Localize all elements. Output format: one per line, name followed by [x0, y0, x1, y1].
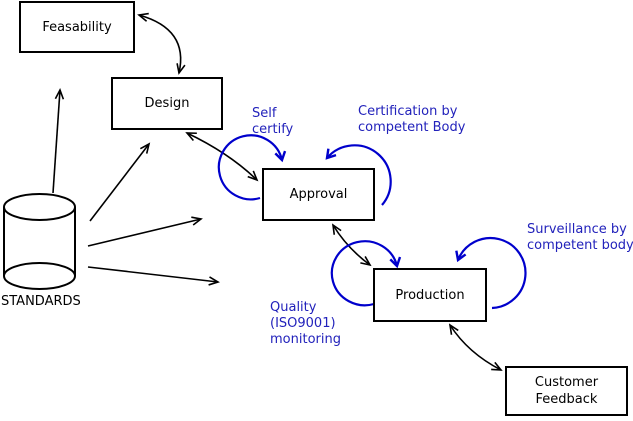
node-design: Design [111, 77, 223, 130]
annotation-surveillance-line2: competent body [527, 238, 633, 253]
loop-quality-iso9001 [330, 240, 402, 307]
arrow-approval-production [331, 223, 372, 267]
node-approval: Approval [262, 168, 375, 221]
arrow-design-approval [185, 132, 259, 182]
loop-self-certify [217, 134, 287, 201]
node-production: Production [373, 268, 487, 322]
standards-cylinder [3, 193, 76, 290]
annotation-certification: Certification by competent Body [358, 104, 465, 136]
arrow-production-customer-feedback [448, 323, 503, 371]
node-design-label: Design [144, 96, 190, 111]
annotation-quality-line1: Quality [270, 300, 317, 315]
annotation-surveillance: Surveillance by competent body [527, 222, 633, 254]
node-customer-feedback-line1: Customer [534, 375, 599, 390]
annotation-self-certify: Self certify [252, 106, 293, 138]
annotation-certification-line1: Certification by [358, 104, 458, 119]
node-production-label: Production [395, 287, 465, 303]
annotation-certification-line2: competent Body [358, 120, 466, 135]
arrow-standards-to-production [87, 266, 220, 286]
cylinder-bottom-ellipse [3, 262, 76, 290]
arrow-standards-to-approval [87, 216, 203, 247]
annotation-quality-line2: (ISO9001) [270, 316, 336, 331]
annotation-surveillance-line1: Surveillance by [527, 222, 627, 237]
standards-label: STANDARDS [1, 294, 81, 309]
annotation-self-certify-line1: Self [252, 106, 277, 121]
node-customer-feedback-line2: Feedback [535, 392, 598, 407]
annotation-self-certify-line2: certify [252, 122, 294, 137]
arrow-standards-to-feasability [52, 88, 65, 194]
annotation-quality-line3: monitoring [270, 332, 341, 347]
cylinder-top-ellipse [3, 193, 76, 221]
arrow-standards-to-design [89, 142, 151, 222]
node-feasability-label: Feasability [42, 19, 112, 35]
node-approval-label: Approval [289, 187, 348, 202]
arrow-feasability-design [137, 12, 186, 75]
annotation-quality: Quality (ISO9001) monitoring [270, 300, 341, 348]
loop-surveillance-competent-body [455, 236, 527, 310]
loop-certification-competent-body [325, 144, 392, 206]
node-feasability: Feasability [19, 1, 135, 53]
node-customer-feedback: Customer Feedback [505, 366, 628, 416]
